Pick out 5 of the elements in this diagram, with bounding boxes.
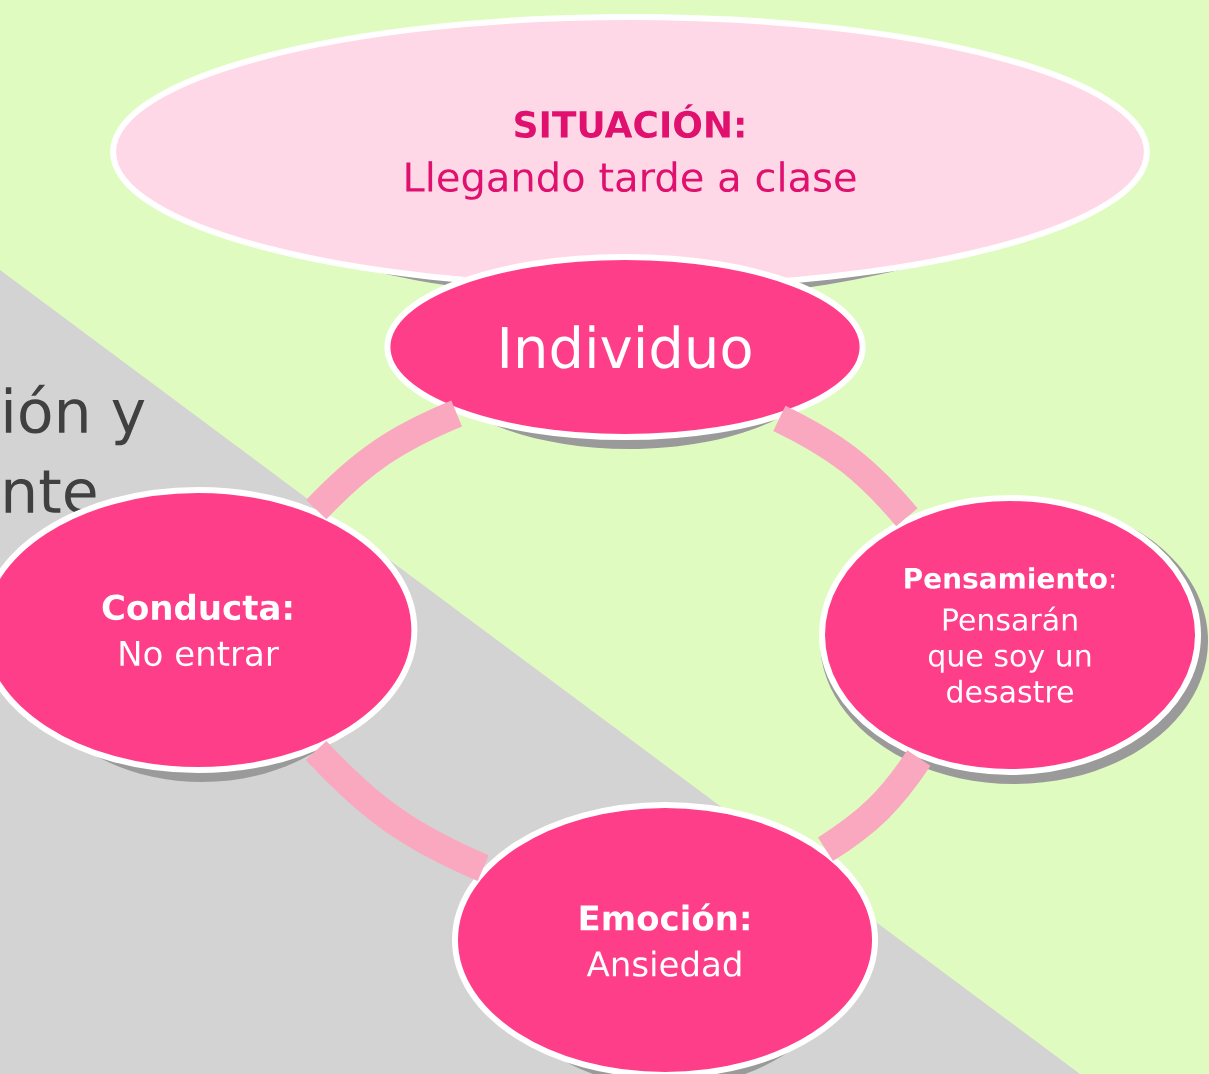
slide-text: ión y xyxy=(5,384,145,446)
connector-band xyxy=(817,750,931,862)
connector-band xyxy=(305,740,489,881)
connector-band xyxy=(306,400,463,520)
connector-band xyxy=(773,405,918,527)
